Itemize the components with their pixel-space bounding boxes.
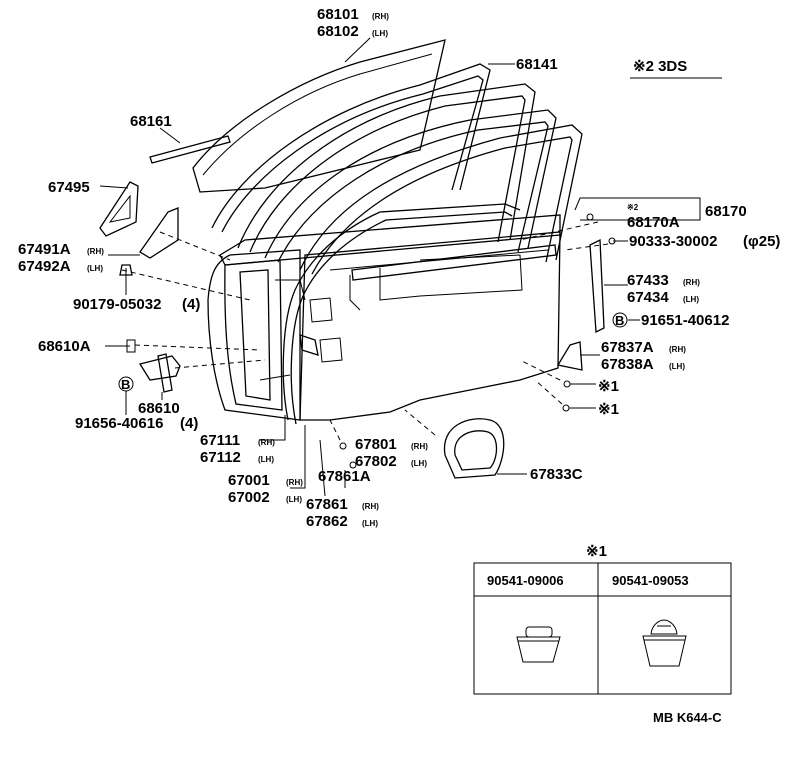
label-68610: 68610	[138, 400, 180, 417]
window-frame-drawing	[237, 83, 583, 275]
label-90333-size: (φ25)	[743, 233, 780, 250]
label-68610a: 68610A	[38, 338, 91, 355]
label-90179-qty: (4)	[182, 296, 200, 313]
diagram-code: ※2 3DS	[630, 58, 722, 79]
clip-90541-09006-icon	[516, 626, 561, 663]
label-67111-side: (RH)	[258, 438, 275, 447]
label-67861: 67861	[306, 496, 348, 513]
clip-table-header-2: 90541-09053	[612, 573, 689, 588]
service-hole-cover-drawing	[443, 418, 505, 479]
label-67112-side: (LH)	[258, 455, 274, 464]
label-67433-side: (RH)	[683, 278, 700, 287]
label-ref1-lower: ※1	[598, 401, 619, 418]
label-68170a-mark: ※2	[627, 203, 639, 212]
label-67833c: 67833C	[530, 466, 583, 483]
label-67001: 67001	[228, 472, 270, 489]
label-67862: 67862	[306, 513, 348, 530]
screw-drawing	[119, 264, 133, 276]
door-glass-drawing	[192, 39, 446, 193]
door-shell-drawing	[207, 214, 561, 421]
label-67492a-side: (LH)	[87, 264, 103, 273]
label-67861a: 67861A	[318, 468, 371, 485]
label-67434-side: (LH)	[683, 295, 699, 304]
door-weatherstrip-drawing	[282, 203, 521, 425]
glass-run-drawing	[211, 63, 491, 233]
label-67112: 67112	[200, 449, 241, 466]
leader-lines	[99, 37, 701, 497]
label-67802: 67802	[355, 453, 397, 470]
label-67001-side: (RH)	[286, 478, 303, 487]
label-68101-side: (RH)	[372, 12, 389, 21]
label-67802-side: (LH)	[411, 459, 427, 468]
label-67495: 67495	[48, 179, 90, 196]
label-67838a: 67838A	[601, 356, 654, 373]
clip-table-header-1: 90541-09006	[487, 573, 564, 588]
label-91656-qty: (4)	[180, 415, 198, 432]
bolt-mark-left: B	[121, 377, 130, 392]
label-67492a: 67492A	[18, 258, 71, 275]
label-67838a-side: (LH)	[669, 362, 685, 371]
label-68161: 68161	[130, 113, 172, 130]
label-67862-side: (LH)	[362, 519, 378, 528]
callout-labels: 68101 (RH) 68102 (LH) 68141 68161 67495 …	[18, 6, 780, 530]
rear-trim-rail-drawing	[556, 238, 605, 371]
label-67434: 67434	[627, 289, 669, 306]
label-67837a: 67837A	[601, 339, 654, 356]
assembly-dashed-lines	[121, 221, 609, 441]
diagram-code-label: ※2 3DS	[633, 58, 687, 75]
label-90333-30002: 90333-30002	[629, 233, 717, 250]
clip-table-title: ※1	[586, 543, 607, 560]
label-67002-side: (LH)	[286, 495, 302, 504]
label-91651-40612: 91651-40612	[641, 312, 729, 329]
label-67801: 67801	[355, 436, 397, 453]
label-91656-40616: 91656-40616	[75, 415, 163, 432]
clip-90541-09053-icon	[642, 619, 687, 667]
clip-reference-table: ※1 90541-09006 90541-09053	[473, 543, 732, 695]
label-67491a: 67491A	[18, 241, 71, 258]
drawing-code-note: MB K644-C	[653, 710, 722, 725]
corner-piece-drawing	[99, 181, 179, 259]
label-67861-side: (RH)	[362, 502, 379, 511]
belt-moulding-drawing	[149, 135, 231, 164]
bolt-mark-circle-right	[612, 312, 628, 328]
label-67002: 67002	[228, 489, 270, 506]
label-ref1-upper: ※1	[598, 378, 619, 395]
label-68170: 68170	[705, 203, 747, 220]
label-90179-05032: 90179-05032	[73, 296, 161, 313]
label-68141: 68141	[516, 56, 558, 73]
label-68101: 68101	[317, 6, 359, 23]
label-67801-side: (RH)	[411, 442, 428, 451]
label-67837a-side: (RH)	[669, 345, 686, 354]
label-67433: 67433	[627, 272, 669, 289]
door-inner-panel-drawing	[259, 231, 561, 421]
label-68102-side: (LH)	[372, 29, 388, 38]
label-67491a-side: (RH)	[87, 247, 104, 256]
label-68102: 68102	[317, 23, 359, 40]
hinge-drawing	[126, 339, 181, 393]
bolt-mark-right: B	[615, 313, 624, 328]
label-67111: 67111	[200, 432, 240, 449]
label-68170a: 68170A	[627, 214, 680, 231]
